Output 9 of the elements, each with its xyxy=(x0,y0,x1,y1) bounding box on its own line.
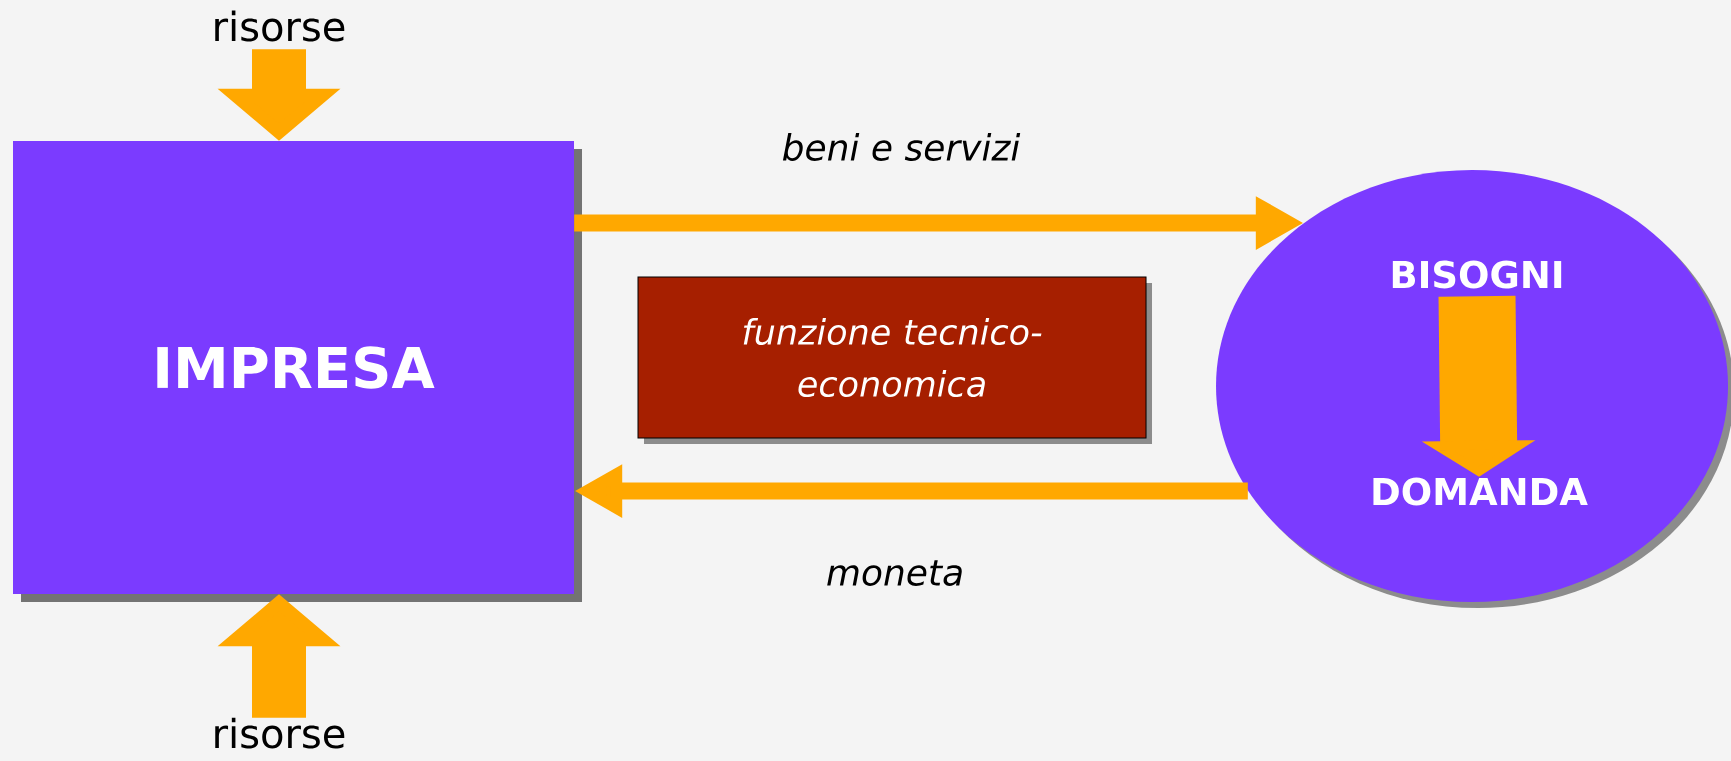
needs-label: BISOGNI xyxy=(1392,260,1562,289)
function-box: funzione tecnico-economica xyxy=(637,276,1152,444)
edge-label: moneta xyxy=(823,558,967,588)
needs-ellipse xyxy=(1216,170,1731,608)
label-text: risorse xyxy=(215,10,345,42)
company-box: IMPRESA xyxy=(13,141,582,602)
demand-label: DOMANDA xyxy=(1373,477,1588,506)
label-text: risorse xyxy=(215,717,345,749)
edge-label: beni e servizi xyxy=(779,131,1023,163)
